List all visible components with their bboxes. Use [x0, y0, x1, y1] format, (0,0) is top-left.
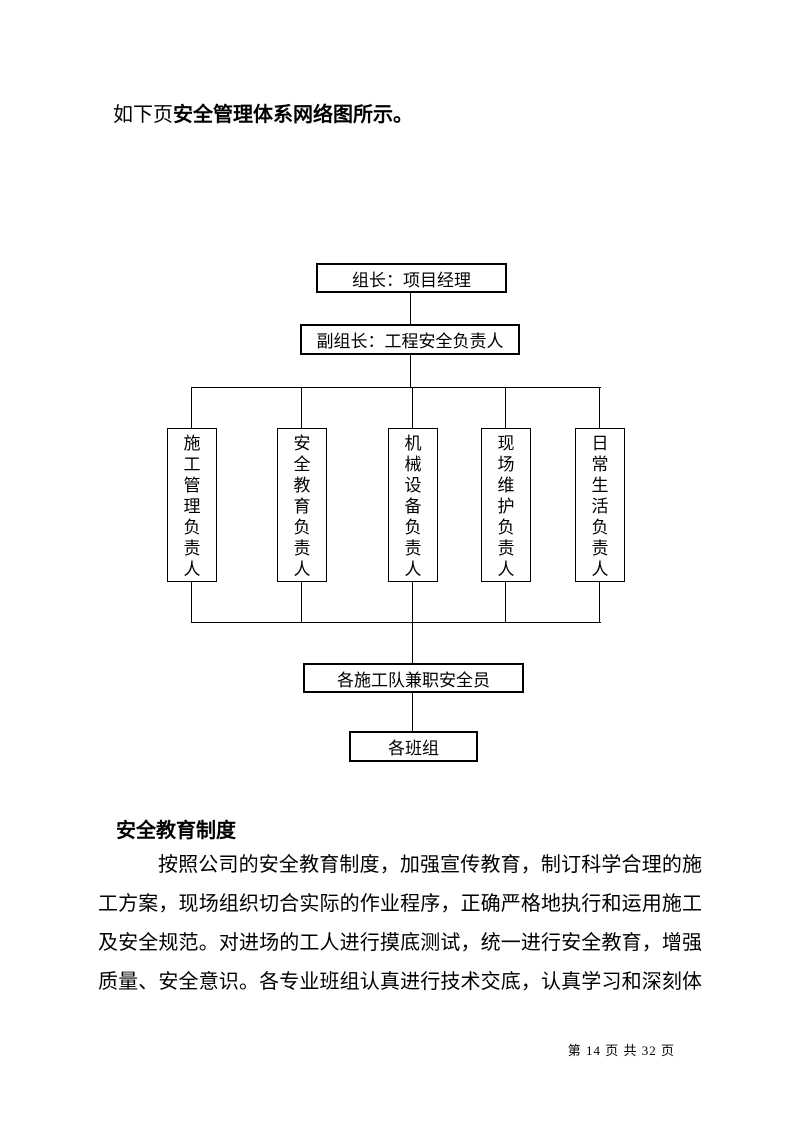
connector-rail-safety-officer [412, 622, 413, 663]
org-node-machinery-equipment: 机械设备负责人 [388, 428, 438, 582]
paragraph-line-1: 按照公司的安全教育制度，加强宣传教育，制订科学合理的施 [158, 854, 702, 876]
paragraph-line-3: 及安全规范。对进场的工人进行摸底测试，统一进行安全教育，增强 [98, 932, 702, 954]
org-node-leader: 组长：项目经理 [316, 263, 507, 293]
org-node-safety-officer: 各施工队兼职安全员 [303, 663, 524, 693]
paragraph-line-4: 质量、安全意识。各专业班组认真进行技术交底，认真学习和深刻体 [98, 971, 702, 993]
branch-riser-3 [412, 582, 413, 622]
branch-drop-2 [301, 387, 302, 428]
branch-riser-4 [505, 582, 506, 622]
intro-text: 如下页安全管理体系网络图所示。 [113, 103, 413, 127]
connector-deputy-branches [410, 355, 411, 387]
paragraph-line-2: 工方案，现场组织切合实际的作业程序，正确严格地执行和运用施工 [98, 893, 702, 915]
section-heading: 安全教育制度 [116, 820, 236, 842]
connector-leader-deputy [410, 293, 411, 324]
org-node-construction-management: 施工管理负责人 [167, 428, 217, 582]
org-node-deputy: 副组长：工程安全负责人 [300, 324, 520, 355]
connector-safety-officer-team [412, 693, 413, 731]
org-node-team: 各班组 [349, 731, 478, 762]
page-number-footer: 第 14 页 共 32 页 [567, 1043, 675, 1058]
branch-riser-5 [599, 582, 600, 622]
branch-bottom-rail [191, 622, 601, 623]
branch-top-rail [191, 387, 601, 388]
branch-riser-2 [301, 582, 302, 622]
branch-riser-1 [191, 582, 192, 622]
branch-drop-3 [412, 387, 413, 428]
branch-drop-1 [191, 387, 192, 428]
org-node-safety-education: 安全教育负责人 [277, 428, 327, 582]
intro-bold-title: 安全管理体系网络图所示。 [173, 104, 413, 126]
intro-prefix: 如下页 [113, 104, 173, 126]
org-node-daily-life: 日常生活负责人 [575, 428, 625, 582]
org-node-site-maintenance: 现场维护负责人 [481, 428, 531, 582]
branch-drop-4 [505, 387, 506, 428]
branch-drop-5 [599, 387, 600, 428]
